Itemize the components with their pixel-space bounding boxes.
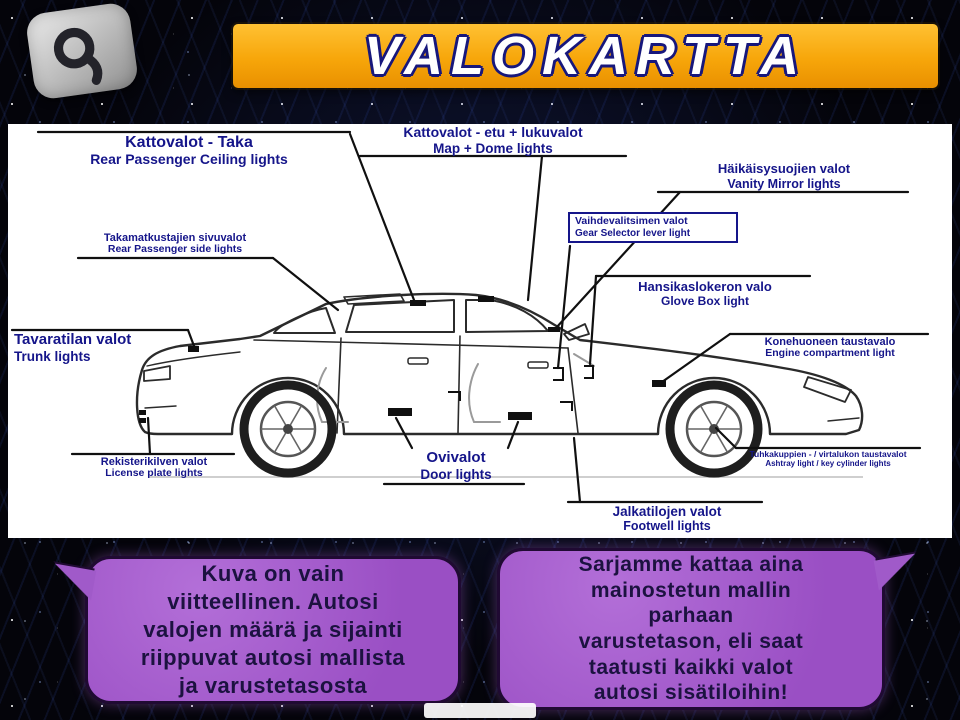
callout-en-label: Rear Passenger Ceiling lights	[90, 150, 288, 167]
callout-footwell-lights: Jalkatilojen valot Footwell lights	[570, 504, 764, 533]
disclaimer-bubble: Kuva on vain viitteellinen. Autosi valoj…	[49, 556, 461, 704]
callout-en-label: Glove Box light	[660, 293, 749, 308]
watermark-box	[424, 703, 536, 718]
callout-door-lights: Ovivalot Door lights	[386, 449, 526, 482]
callout-fi-label: Tuhkakuppien - / virtalukon taustavalot	[749, 449, 907, 459]
diagram-panel: Kattovalot - Taka Rear Passenger Ceiling…	[8, 124, 952, 538]
logo-icon	[53, 27, 103, 85]
callout-fi-label: Tavaratilan valot	[14, 331, 132, 348]
callout-map-dome-lights: Kattovalot - etu + lukuvalot Map + Dome …	[360, 124, 626, 156]
callout-fi-label: Jalkatilojen valot	[612, 504, 722, 519]
callout-engine-compartment-light: Konehuoneen taustavalo Engine compartmen…	[730, 336, 930, 360]
callout-glove-box-light: Hansikaslokeron valo Glove Box light	[600, 279, 810, 308]
callout-ashtray-key-lights: Tuhkakuppien - / virtalukon taustavalot …	[734, 449, 922, 468]
callout-rear-ceiling-lights: Kattovalot - Taka Rear Passenger Ceiling…	[28, 134, 350, 168]
callout-fi-label: Rekisterikilven valot	[100, 456, 208, 468]
car-diagram	[10, 130, 930, 504]
poster-title: VALOKARTTA	[364, 26, 807, 86]
callout-en-label: License plate lights	[105, 467, 203, 480]
disclaimer-text: Kuva on vain viitteellinen. Autosi valoj…	[140, 560, 406, 699]
callout-fi-label: Vaihdevalitsimen valot	[575, 215, 688, 227]
callout-fi-label: Kattovalot - etu + lukuvalot	[403, 124, 583, 140]
callout-license-plate-lights: Rekisterikilven valot License plate ligh…	[72, 456, 236, 480]
callout-rear-side-lights: Takamatkustajien sivuvalot Rear Passenge…	[76, 232, 274, 256]
callout-en-label: Rear Passenger side lights	[107, 243, 243, 256]
promo-bubble: Sarjamme kattaa aina mainostetun mallin …	[497, 548, 921, 710]
callout-gear-selector-light: Vaihdevalitsimen valot Gear Selector lev…	[568, 212, 738, 243]
callout-fi-label: Ovivalot	[426, 449, 486, 466]
callout-en-label: Map + Dome lights	[433, 140, 553, 156]
callout-en-label: Gear Selector lever light	[575, 227, 691, 239]
callout-fi-label: Takamatkustajien sivuvalot	[103, 232, 247, 244]
title-banner: VALOKARTTA	[233, 24, 938, 88]
brand-logo	[24, 1, 140, 101]
callout-en-label: Vanity Mirror lights	[727, 176, 841, 191]
callout-en-label: Door lights	[420, 466, 492, 482]
callout-en-label: Trunk lights	[14, 348, 91, 364]
callout-vanity-mirror-lights: Häikäisysuojien valot Vanity Mirror ligh…	[658, 161, 910, 191]
callout-fi-label: Kattovalot - Taka	[125, 134, 253, 151]
callout-fi-label: Häikäisysuojien valot	[717, 161, 851, 176]
callout-en-label: Footwell lights	[623, 519, 711, 534]
promo-text: Sarjamme kattaa aina mainostetun mallin …	[578, 553, 804, 705]
callout-fi-label: Hansikaslokeron valo	[638, 279, 772, 294]
callout-en-label: Engine compartment light	[765, 347, 895, 360]
callout-fi-label: Konehuoneen taustavalo	[764, 336, 896, 348]
callout-en-label: Ashtray light / key cylinder lights	[765, 458, 891, 468]
callout-trunk-lights: Tavaratilan valot Trunk lights	[14, 331, 186, 364]
